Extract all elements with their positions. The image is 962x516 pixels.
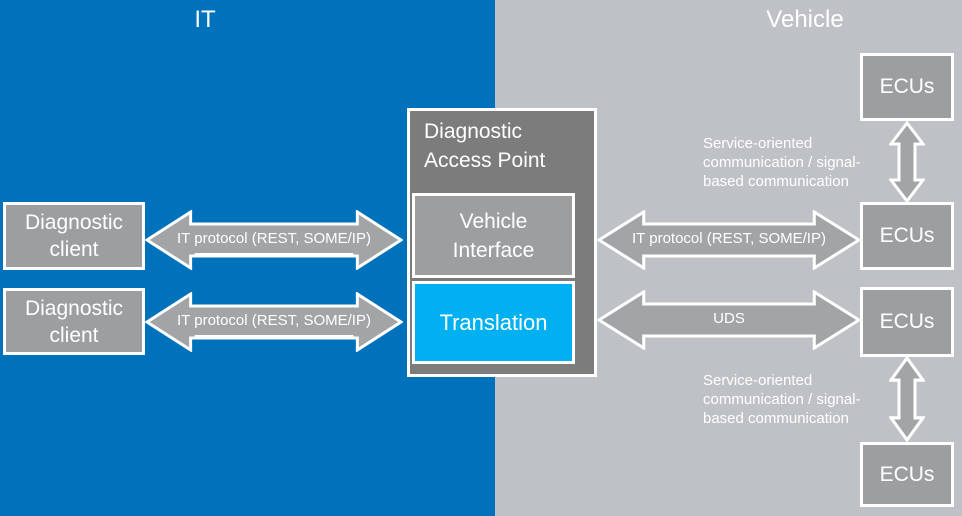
it-domain-title: IT (194, 6, 216, 33)
diagnostic-access-point-box: Diagnostic Access Point Vehicle Interfac… (407, 108, 597, 377)
ecu-box: ECUs (860, 53, 954, 121)
translation-module: Translation (412, 281, 575, 364)
double-arrow-ecu3-ecu4 (889, 356, 925, 442)
double-arrow-client2-to-access-point: IT protocol (REST, SOME/IP) (145, 292, 403, 352)
ecu-label: ECUs (879, 462, 935, 486)
diagnostic-client-label: Diagnostic client (24, 296, 124, 347)
vehicle-domain-title: Vehicle (766, 6, 844, 33)
double-arrow-icon (145, 292, 403, 352)
double-arrow-icon (597, 210, 861, 270)
vehicle-interface-module: Vehicle Interface (412, 193, 575, 278)
double-arrow-icon (597, 290, 861, 350)
annotation-line: Service-oriented (703, 135, 813, 152)
vehicle-interface-label: Vehicle Interface (452, 209, 535, 262)
double-arrow-vertical-icon (889, 121, 925, 203)
annotation-line: based communication (703, 173, 849, 190)
translation-label: Translation (439, 309, 548, 335)
double-arrow-icon (145, 210, 403, 270)
ecu-label: ECUs (879, 310, 935, 333)
double-arrow-ecu1-ecu2 (889, 121, 925, 203)
service-communication-annotation: Service-oriented communication / signal-… (703, 134, 913, 191)
arrow-protocol-label: IT protocol (REST, SOME/IP) (177, 311, 371, 329)
ecu-box: ECUs (860, 202, 954, 270)
diagnostic-client-box: Diagnostic client (3, 288, 145, 355)
ecu-label: ECUs (879, 75, 935, 98)
double-arrow-translation-to-ecu-uds: UDS (597, 290, 861, 350)
annotation-line: communication / signal- (703, 391, 861, 408)
annotation-line: based communication (703, 410, 849, 427)
diagnostic-client-label: Diagnostic client (24, 211, 124, 261)
double-arrow-client1-to-access-point: IT protocol (REST, SOME/IP) (145, 210, 403, 270)
annotation-line: Service-oriented (703, 372, 813, 389)
diagnostic-client-box: Diagnostic client (3, 202, 145, 270)
service-communication-annotation: Service-oriented communication / signal-… (703, 371, 913, 428)
double-arrow-access-point-to-ecu-it-protocol: IT protocol (REST, SOME/IP) (597, 210, 861, 270)
arrow-protocol-label: IT protocol (REST, SOME/IP) (632, 229, 826, 247)
arrow-protocol-label: UDS (713, 309, 745, 327)
ecu-box: ECUs (860, 287, 954, 357)
ecu-label: ECUs (879, 224, 935, 247)
arrow-protocol-label: IT protocol (REST, SOME/IP) (177, 229, 371, 247)
diagnostic-access-point-title: Diagnostic Access Point (424, 120, 546, 172)
double-arrow-vertical-icon (889, 356, 925, 442)
annotation-line: communication / signal- (703, 154, 861, 171)
ecu-box: ECUs (860, 442, 954, 507)
